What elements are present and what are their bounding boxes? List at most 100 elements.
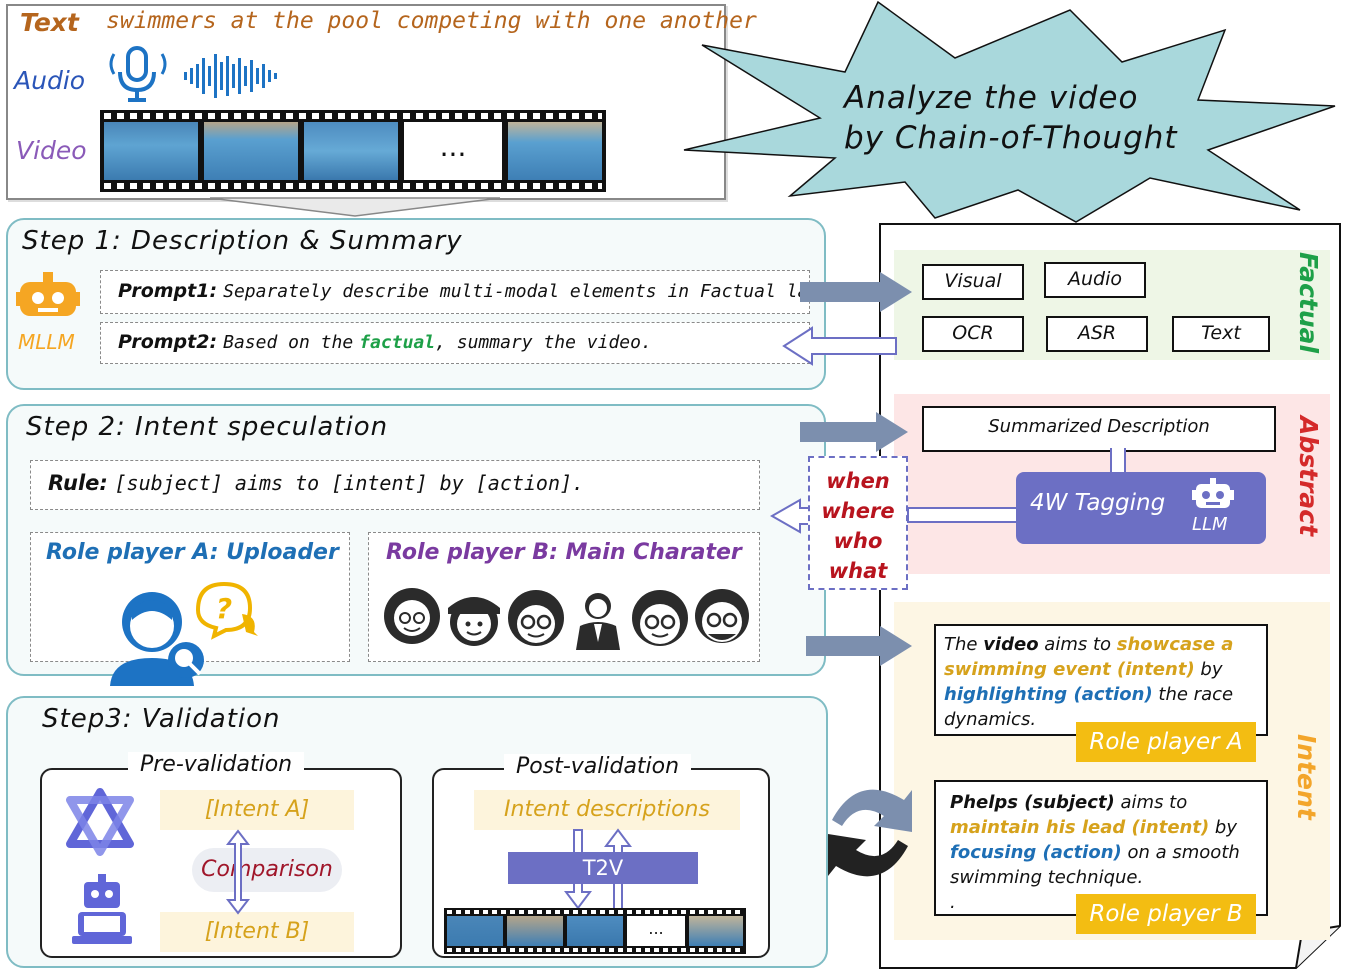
intent-a-seg-1: The — [944, 634, 984, 655]
chip-audio: Audio — [1044, 262, 1146, 298]
four-w-box — [808, 456, 908, 590]
w-when: when — [826, 469, 890, 493]
step2-title: Step 2: Intent speculation — [26, 412, 389, 442]
text-modality-value: swimmers at the pool competing with one … — [106, 8, 757, 34]
abstract-layer-label: Abstract — [1294, 416, 1323, 537]
prompt1-text: Separately describe multi-modal elements… — [223, 281, 852, 302]
callout-line-2: by Chain-of-Thought — [844, 120, 1178, 156]
post-filmstrip-perfs-bottom — [447, 948, 743, 952]
avatar-5 — [632, 590, 688, 646]
robot-icon — [16, 272, 80, 316]
characters-avatar-row — [384, 588, 749, 650]
post-frame-2 — [507, 916, 563, 946]
intent-b-card — [934, 780, 1268, 916]
rule-box — [30, 460, 760, 510]
summarized-description-box: Summarized Description — [922, 406, 1276, 452]
intent-b-seg-7: . — [950, 892, 956, 913]
avatar-6 — [695, 589, 749, 643]
rule-text: [subject] aims to [intent] by [action]. — [114, 471, 585, 495]
callout-burst — [683, 0, 1336, 223]
w-where: where — [821, 499, 895, 523]
video-frame-1 — [104, 122, 198, 180]
filmstrip-perforations-top — [104, 113, 602, 119]
question-bubble-icon: ? — [195, 581, 258, 640]
arrow-to-abstract — [800, 412, 908, 452]
flow-arrows — [769, 272, 1016, 877]
svg-text:?: ? — [216, 592, 232, 625]
callout-line-1: Analyze the video — [844, 80, 1139, 116]
video-frame-2 — [204, 122, 298, 180]
prompt1-row: Prompt1: Separately describe multi-modal… — [118, 280, 852, 302]
post-frame-3 — [567, 916, 623, 946]
comparison-double-arrow — [225, 829, 251, 915]
llm-label: LLM — [1192, 514, 1228, 535]
intent-b-seg-5: focusing (action) — [950, 842, 1122, 863]
intent-b-seg-6: on a smooth swimming technique. — [950, 842, 1240, 888]
chip-text: Text — [1172, 316, 1270, 352]
video-modality-label: Video — [16, 136, 87, 165]
intent-b-seg-1: Phelps (subject) — [950, 792, 1115, 813]
avatar-1 — [384, 588, 440, 644]
intent-a-seg-4: showcase a swimming event (intent) — [944, 634, 1234, 680]
prompt2-highlight: factual — [359, 332, 436, 353]
chip-visual: Visual — [922, 264, 1024, 300]
chip-asr: ASR — [1046, 316, 1148, 352]
intent-layer-label: Intent — [1292, 734, 1321, 820]
rule-row: Rule: [subject] aims to [intent] by [act… — [48, 471, 584, 495]
role-b-label: Role player B: Main Charater — [386, 540, 742, 565]
intent-a-chip: [Intent A] — [160, 790, 354, 830]
step3-title: Step3: Validation — [42, 704, 281, 734]
comparison-pill: Comparison — [192, 848, 342, 892]
video-frame-ellipsis: ... — [404, 122, 502, 180]
bot-laptop-icon — [72, 874, 132, 944]
tagging-connector — [1110, 448, 1126, 474]
role-player-a-tag: Role player A — [1076, 722, 1256, 762]
cycle-arrow-lower — [828, 834, 908, 877]
star-logo-icon — [66, 788, 134, 856]
post-validation-label: Post-validation — [504, 754, 692, 779]
w-who: who — [833, 529, 883, 553]
cycle-arrow-upper — [832, 789, 912, 832]
intent-b-seg-3: maintain his lead (intent) — [950, 817, 1210, 838]
avatar-3 — [508, 590, 564, 646]
waveform-icon — [184, 54, 277, 98]
intent-a-seg-6: highlighting (action) — [944, 684, 1153, 705]
factual-layer-label: Factual — [1294, 252, 1323, 354]
mllm-label: MLLM — [18, 330, 75, 354]
four-w-list: when where who what — [808, 466, 908, 586]
avatar-2 — [448, 597, 500, 646]
tagging-label: 4W Tagging — [1030, 490, 1166, 516]
chip-ocr: OCR — [922, 316, 1024, 352]
intent-b-seg-4: by — [1209, 817, 1238, 838]
t2v-bar: T2V — [508, 852, 698, 884]
intent-b-chip: [Intent B] — [160, 912, 354, 952]
arrow-from-factual — [782, 326, 897, 366]
step1-title: Step 1: Description & Summary — [22, 226, 463, 256]
intent-a-seg-3: aims to — [1038, 634, 1117, 655]
post-frame-ellipsis: ... — [627, 916, 685, 946]
arrow-to-rule — [769, 498, 808, 534]
uploader-user-icon — [110, 592, 204, 686]
prompt2-text-post: , summary the video. — [435, 332, 652, 353]
arrow-to-factual — [800, 272, 912, 312]
post-filmstrip-perfs-top — [447, 910, 743, 914]
post-frame-4 — [689, 916, 743, 946]
video-frame-4 — [508, 122, 602, 180]
pre-validation-label: Pre-validation — [128, 752, 305, 777]
intent-a-seg-7: the race dynamics. — [944, 684, 1234, 730]
input-panel-pointer — [209, 197, 501, 217]
llm-robot-icon — [1192, 478, 1234, 508]
video-filmstrip: ... — [100, 110, 606, 192]
role-a-label: Role player A: Uploader — [46, 540, 339, 565]
prompt2-row: Prompt2: Based on the factual, summary t… — [118, 331, 652, 353]
prompt1-box — [100, 270, 810, 314]
intent-a-seg-2: video — [983, 634, 1039, 655]
video-frame-3 — [304, 122, 398, 180]
w-what: what — [828, 559, 888, 583]
intent-a-text: The video aims to showcase a swimming ev… — [944, 632, 1250, 732]
prompt2-box — [100, 322, 810, 364]
arrow-from-tagging — [907, 507, 1016, 523]
text-modality-label: Text — [20, 8, 79, 37]
intent-descriptions-chip: Intent descriptions — [474, 790, 740, 830]
intent-b-seg-2: aims to — [1114, 792, 1188, 813]
